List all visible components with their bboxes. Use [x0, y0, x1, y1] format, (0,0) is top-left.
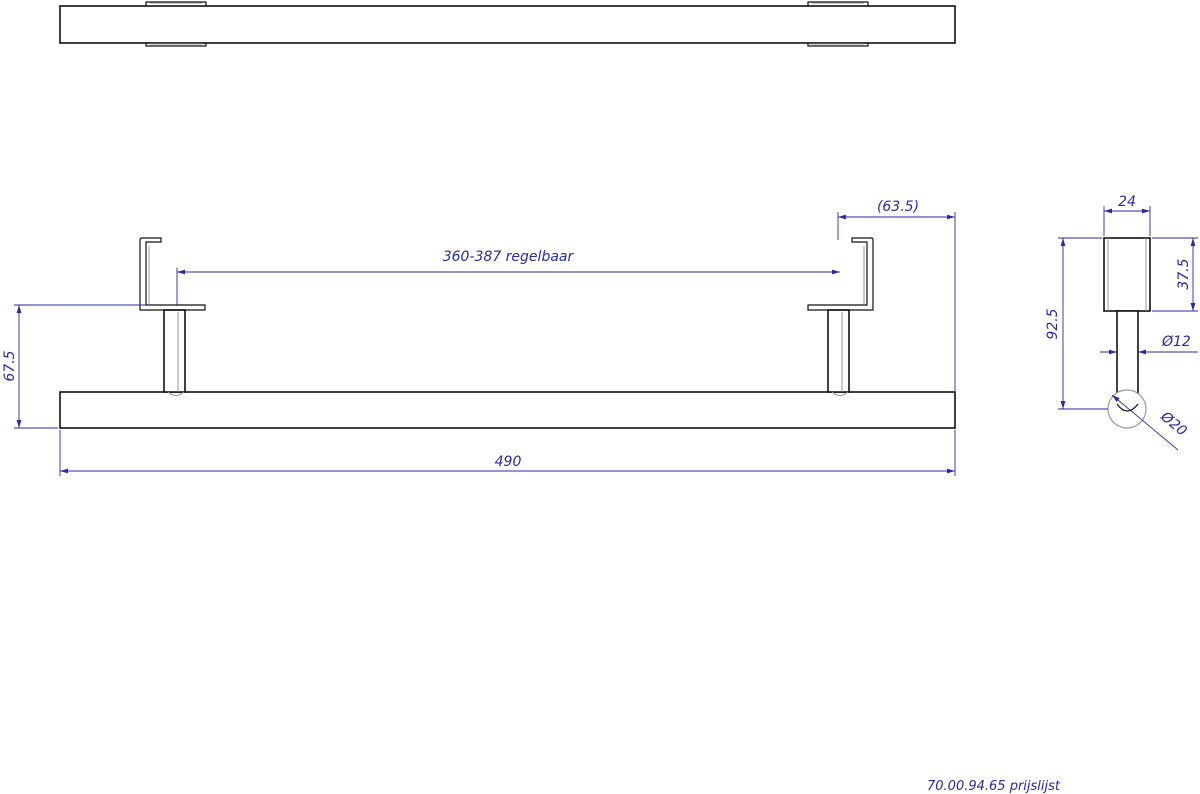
dim-bar-diameter-label: Ø20	[1157, 408, 1190, 439]
dim-adjustable-span-label: 360-387 regelbaar	[443, 249, 575, 265]
top-view-bracket-left	[145, 1, 207, 47]
dim-side-height-label: 92.5	[1045, 308, 1061, 339]
dim-height-front-label: 67.5	[2, 350, 18, 381]
front-view-bracket-right	[807, 237, 874, 311]
dim-side-width: 24	[1103, 194, 1151, 236]
front-view-post-left	[163, 309, 186, 396]
top-view-bar	[59, 5, 956, 44]
side-view-bar-section	[1107, 389, 1147, 429]
dim-height-front: 67.5	[2, 304, 146, 429]
dim-side-height: 92.5	[1045, 237, 1108, 410]
reference-text: 70.00.94.65 prijslijst	[927, 779, 1061, 794]
dim-bracket-offset-label: (63.5)	[877, 199, 919, 215]
front-view-bar	[59, 391, 956, 429]
front-view-bracket-left	[139, 237, 206, 311]
front-view	[59, 237, 956, 429]
dim-rod-diameter: Ø12	[1100, 334, 1198, 355]
dim-side-top: 37.5	[1152, 237, 1198, 312]
dim-adjustable-span: 360-387 regelbaar	[176, 249, 840, 306]
side-view	[1103, 237, 1151, 429]
dim-total-length: 490	[59, 430, 956, 476]
dim-side-top-label: 37.5	[1176, 258, 1192, 289]
dim-rod-diameter-label: Ø12	[1161, 334, 1191, 350]
front-view-post-right	[827, 309, 850, 396]
side-view-bracket	[1103, 237, 1151, 312]
dim-side-width-label: 24	[1118, 194, 1136, 210]
top-view	[59, 1, 956, 47]
top-view-bracket-right	[807, 1, 869, 47]
dim-bracket-offset: (63.5)	[837, 199, 956, 392]
dim-total-length-label: 490	[495, 454, 522, 470]
